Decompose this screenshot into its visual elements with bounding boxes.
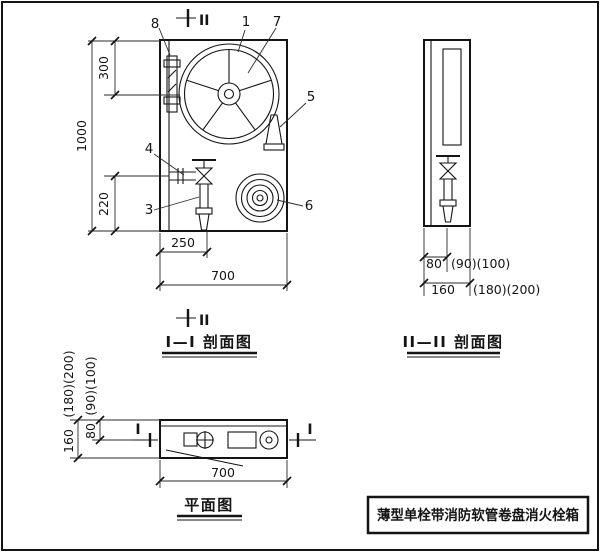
drawing-title: 薄型单栓带消防软管卷盘消火栓箱 <box>377 507 579 524</box>
dim-700-front: 700 <box>211 268 235 283</box>
side-valve <box>436 155 460 223</box>
outlet-pipe <box>199 184 209 208</box>
front-view-caption: I—I 剖面图 <box>166 333 253 351</box>
hose-reel-wheel <box>178 43 280 145</box>
dim-250: 250 <box>171 235 195 250</box>
side-nozzle <box>442 205 454 223</box>
dim-80-alt-plan: (90)(100) <box>83 356 98 415</box>
dim-300: 300 <box>96 56 111 80</box>
inlet-pipe <box>169 168 196 184</box>
outlet-nozzle <box>198 213 210 231</box>
dim-80-side: 80 <box>426 256 442 271</box>
front-section-view: 8 1 7 5 4 3 6 II II 300 1000 220 250 <box>74 9 316 358</box>
side-view-caption: II—II 剖面图 <box>402 333 503 351</box>
plan-view: I I 160 (180)(200) 80 (90)(100) 700 平面图 <box>61 350 316 521</box>
cabinet-outline <box>159 39 288 232</box>
title-block-border <box>366 495 590 535</box>
dim-700-plan: 700 <box>211 465 235 480</box>
leader-lines <box>153 27 307 211</box>
part-label-6: 6 <box>305 198 314 214</box>
section-mark-top: II <box>176 9 209 29</box>
part-label-1: 1 <box>242 14 251 30</box>
dim-80-alt-side: (90)(100) <box>451 256 510 271</box>
plan-coil <box>259 430 279 450</box>
front-dimensions: 300 1000 220 250 700 <box>74 36 292 291</box>
section-mark-top-label: II <box>199 13 209 29</box>
dim-1000: 1000 <box>74 120 89 152</box>
dim-160-side: 160 <box>431 282 455 297</box>
reel-spokes <box>187 50 271 130</box>
spray-nozzle <box>263 114 285 151</box>
plan-view-caption: 平面图 <box>184 496 234 514</box>
section-mark-bottom-label: II <box>199 313 209 329</box>
valve-body <box>194 167 214 185</box>
plan-door-swing-line <box>165 449 244 467</box>
plan-section-mark-right: I <box>289 422 316 447</box>
part-label-3: 3 <box>145 202 154 218</box>
dim-160-alt-plan: (180)(200) <box>61 350 76 417</box>
dim-160-alt-side: (180)(200) <box>473 282 540 297</box>
side-outlet-pipe <box>443 179 453 200</box>
side-dimensions: 80 (90)(100) 160 (180)(200) <box>419 228 540 297</box>
side-cabinet-outline <box>423 39 471 227</box>
dim-160-plan: 160 <box>61 429 76 453</box>
hydrant-valve <box>169 159 216 231</box>
side-door-panel <box>442 48 462 146</box>
plan-mark-left-label: I <box>135 422 140 438</box>
dim-220: 220 <box>96 192 111 216</box>
part-label-8: 8 <box>151 16 160 32</box>
plan-section-mark-left: I <box>132 422 158 447</box>
side-valve-body <box>438 162 458 180</box>
section-mark-bottom: II <box>176 309 209 329</box>
dim-80-plan: 80 <box>83 423 98 439</box>
part-label-7: 7 <box>273 14 282 30</box>
plan-mark-right-label: I <box>307 422 312 438</box>
part-label-5: 5 <box>307 89 316 105</box>
reel-bracket <box>163 55 181 113</box>
plan-reel-outline <box>227 431 257 449</box>
hose-coil <box>235 173 285 223</box>
plan-dimensions: 160 (180)(200) 80 (90)(100) 700 <box>61 350 292 488</box>
part-label-4: 4 <box>145 141 154 157</box>
title-block: 薄型单栓带消防软管卷盘消火栓箱 <box>366 495 590 535</box>
dim-ticks <box>87 36 292 290</box>
plan-valve <box>183 431 214 449</box>
side-section-view: 80 (90)(100) 160 (180)(200) II—II 剖面图 <box>402 39 540 358</box>
